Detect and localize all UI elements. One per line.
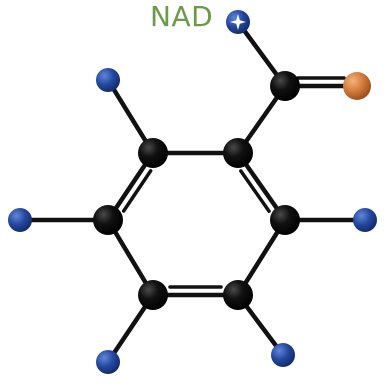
nitrogen-atom-upper-left bbox=[96, 68, 120, 92]
bonds bbox=[17, 19, 368, 365]
sparkle-icon bbox=[230, 14, 246, 30]
nad-label: NAD bbox=[150, 0, 214, 33]
carbon-atom-ring-top-left bbox=[138, 138, 168, 168]
carbon-atom-ring-bottom-left bbox=[138, 280, 168, 310]
nitrogen-atom-left bbox=[8, 208, 32, 232]
oxygen-atom bbox=[343, 72, 371, 100]
carbon-atom-ring-top-right bbox=[223, 138, 253, 168]
carbon-atom-ring-bottom-right bbox=[223, 280, 253, 310]
carbon-atom-ring-left bbox=[93, 205, 123, 235]
nitrogen-atom-right bbox=[353, 208, 377, 232]
carbon-atom-ring-right bbox=[270, 205, 300, 235]
atoms bbox=[8, 10, 377, 374]
nitrogen-atom-bottom-left bbox=[96, 350, 120, 374]
nitrogen-atom-bottom-right bbox=[271, 343, 295, 367]
carbon-atom-carbonyl bbox=[270, 71, 300, 101]
